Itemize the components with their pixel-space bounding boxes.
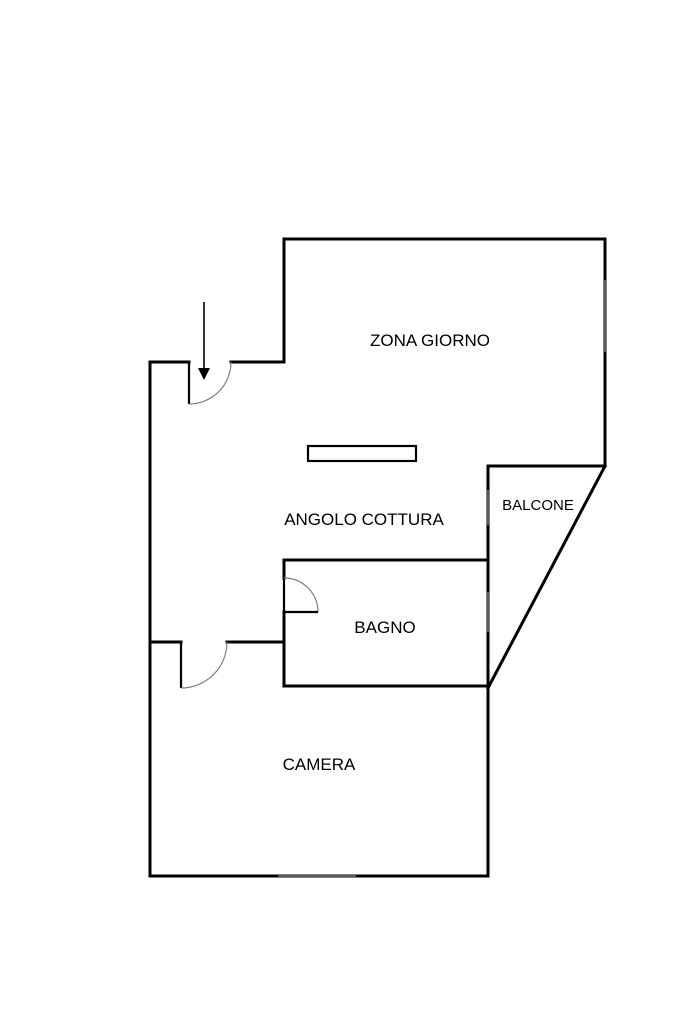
label-balcone: BALCONE xyxy=(502,497,574,514)
bagno-door-swing xyxy=(283,577,319,613)
wall-balcone-diagonal xyxy=(485,463,608,691)
label-angolo-cottura: ANGOLO COTTURA xyxy=(284,510,444,529)
entrance-door xyxy=(187,361,232,405)
kitchen-counter xyxy=(306,444,418,463)
label-zona-giorno: ZONA GIORNO xyxy=(370,331,490,350)
entrance-arrow-icon xyxy=(198,302,210,380)
windows xyxy=(278,280,606,877)
bagno-door xyxy=(282,577,319,614)
entrance-door-swing xyxy=(188,361,232,405)
doors xyxy=(179,361,319,689)
interior-walls xyxy=(148,558,490,688)
camera-door xyxy=(179,641,228,689)
label-camera: CAMERA xyxy=(283,755,356,774)
label-bagno: BAGNO xyxy=(354,618,415,637)
camera-door-swing xyxy=(180,641,228,689)
